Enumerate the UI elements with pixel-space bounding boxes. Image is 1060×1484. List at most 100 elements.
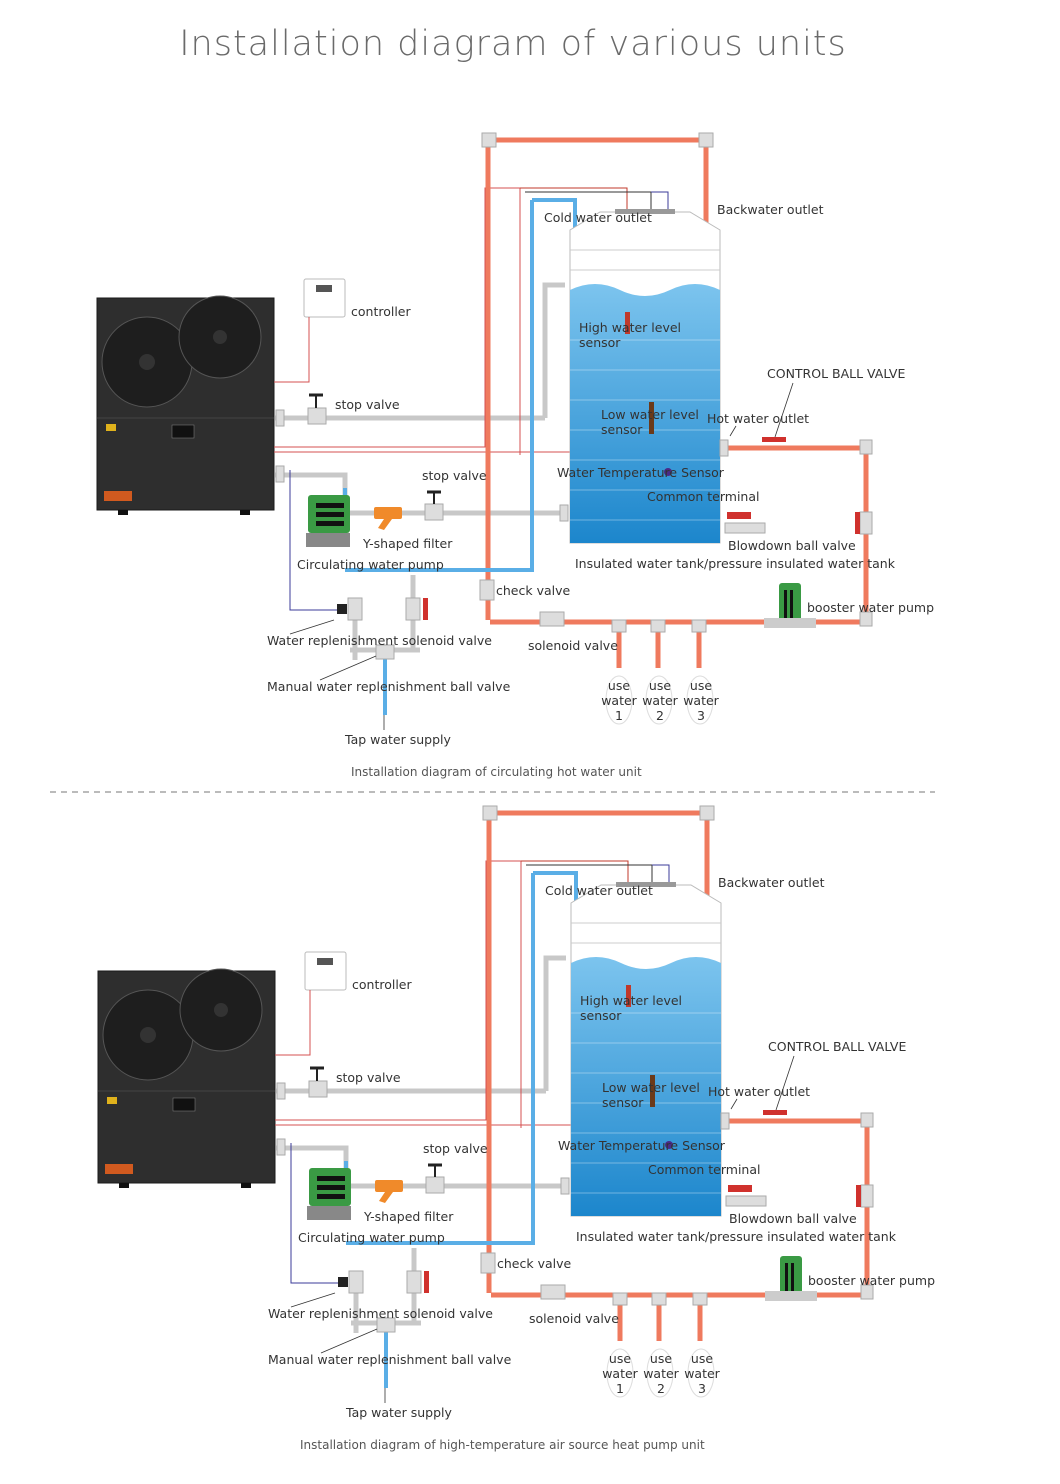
- label-blowdown: Blowdown ball valve: [729, 1211, 857, 1226]
- solenoid-valve-icon: [539, 611, 565, 627]
- label-stop-valve: stop valve: [422, 468, 487, 483]
- label-tap-water: Tap water supply: [345, 1405, 452, 1420]
- label-replenishment-solenoid: Water replenishment solenoid valve: [268, 1306, 493, 1321]
- circulating-pump-icon: [307, 1168, 351, 1220]
- use-water-points: use water 1 use water 2 use water 3: [601, 678, 719, 723]
- label-solenoid-valve: solenoid valve: [529, 1311, 619, 1326]
- use-label: 2: [656, 708, 664, 723]
- label-backwater: Backwater outlet: [718, 875, 825, 890]
- label-booster-pump: booster water pump: [807, 600, 934, 615]
- stop-valve-icon: [424, 503, 444, 521]
- solenoid-valve-icon: [540, 1284, 566, 1300]
- use-label: 1: [615, 708, 623, 723]
- use-label: 3: [698, 1381, 706, 1396]
- replenishment-solenoid-icon: [338, 1277, 348, 1287]
- use-label: 3: [697, 708, 705, 723]
- label-cold-outlet: Cold water outlet: [544, 210, 652, 225]
- water-tank: [570, 882, 722, 1217]
- label-controller: controller: [351, 304, 411, 319]
- booster-pump-icon: [764, 583, 816, 628]
- check-valve-icon: [479, 579, 495, 601]
- booster-pump-icon: [765, 1256, 817, 1301]
- diagram-caption: Installation diagram of high-temperature…: [300, 1438, 705, 1452]
- low-level-sensor-icon: [650, 1075, 655, 1107]
- label-low-sensor: Low water level: [601, 407, 699, 422]
- label-control-ball-valve: CONTROL BALL VALVE: [767, 366, 905, 381]
- label-tank: Insulated water tank/pressure insulated …: [575, 556, 896, 571]
- manual-ball-valve-icon: [424, 1271, 429, 1293]
- use-label: use: [690, 678, 712, 693]
- use-label: water: [601, 693, 637, 708]
- label-high-sensor: sensor: [580, 1008, 622, 1023]
- check-valve-icon: [480, 1252, 496, 1274]
- label-low-sensor: sensor: [602, 1095, 644, 1110]
- label-high-sensor: High water level: [579, 320, 681, 335]
- label-temp-sensor: Water Temperature Sensor: [557, 465, 725, 480]
- label-low-sensor: Low water level: [602, 1080, 700, 1095]
- replenishment-solenoid-icon: [337, 604, 347, 614]
- page-title: Installation diagram of various units: [179, 24, 847, 64]
- control-ball-valve-icon: [763, 1110, 787, 1115]
- stop-valve-icon: [308, 1080, 328, 1098]
- label-stop-valve: stop valve: [335, 397, 400, 412]
- label-replenishment-solenoid: Water replenishment solenoid valve: [267, 633, 492, 648]
- label-blowdown: Blowdown ball valve: [728, 538, 856, 553]
- label-backwater: Backwater outlet: [717, 202, 824, 217]
- diagram-high-temperature-heat-pump: controller stop valve stop valve Y-shape…: [97, 805, 935, 1452]
- stop-valve-icon: [307, 407, 327, 425]
- label-controller: controller: [352, 977, 412, 992]
- label-manual-ball-valve: Manual water replenishment ball valve: [268, 1352, 512, 1367]
- high-level-sensor-icon: [625, 312, 630, 334]
- diagram-circulating-hot-water: controller stop valve stop valve Y-shape…: [96, 132, 934, 779]
- use-label: water: [602, 1366, 638, 1381]
- manual-ball-valve-icon: [423, 598, 428, 620]
- use-label: water: [683, 693, 719, 708]
- label-stop-valve: stop valve: [336, 1070, 401, 1085]
- label-common-terminal: Common terminal: [647, 489, 760, 504]
- label-high-sensor: High water level: [580, 993, 682, 1008]
- use-label: use: [650, 1351, 672, 1366]
- water-tank: [569, 209, 721, 544]
- temperature-sensor-icon: [665, 1141, 673, 1149]
- label-stop-valve: stop valve: [423, 1141, 488, 1156]
- label-high-sensor: sensor: [579, 335, 621, 350]
- label-circulating-pump: Circulating water pump: [298, 1230, 445, 1245]
- label-manual-ball-valve: Manual water replenishment ball valve: [267, 679, 511, 694]
- circulating-pump-icon: [306, 495, 350, 547]
- blowdown-ball-valve-icon: [727, 512, 751, 519]
- use-label: 1: [616, 1381, 624, 1396]
- high-level-sensor-icon: [626, 985, 631, 1007]
- controller-icon: [304, 951, 347, 991]
- use-label: use: [649, 678, 671, 693]
- label-check-valve: check valve: [496, 583, 570, 598]
- use-label: water: [684, 1366, 720, 1381]
- heat-pump-unit: [97, 968, 276, 1188]
- heat-pump-unit: [96, 295, 275, 515]
- use-water-points: use water 1 use water 2 use water 3: [602, 1351, 720, 1396]
- label-low-sensor: sensor: [601, 422, 643, 437]
- blowdown-ball-valve-icon: [728, 1185, 752, 1192]
- control-ball-valve-icon: [762, 437, 786, 442]
- label-hot-outlet: Hot water outlet: [707, 411, 809, 426]
- label-solenoid-valve: solenoid valve: [528, 638, 618, 653]
- label-y-filter: Y-shaped filter: [363, 1209, 454, 1224]
- controller-icon: [303, 278, 346, 318]
- use-label: use: [608, 678, 630, 693]
- diagram-caption: Installation diagram of circulating hot …: [351, 765, 642, 779]
- low-level-sensor-icon: [649, 402, 654, 434]
- label-hot-outlet: Hot water outlet: [708, 1084, 810, 1099]
- label-tap-water: Tap water supply: [344, 732, 451, 747]
- y-filter-icon: [375, 1180, 403, 1203]
- use-label: 2: [657, 1381, 665, 1396]
- stop-valve-icon: [425, 1176, 445, 1194]
- temperature-sensor-icon: [664, 468, 672, 476]
- label-y-filter: Y-shaped filter: [362, 536, 453, 551]
- label-circulating-pump: Circulating water pump: [297, 557, 444, 572]
- label-control-ball-valve: CONTROL BALL VALVE: [768, 1039, 906, 1054]
- label-check-valve: check valve: [497, 1256, 571, 1271]
- use-label: water: [643, 1366, 679, 1381]
- label-booster-pump: booster water pump: [808, 1273, 935, 1288]
- use-label: use: [609, 1351, 631, 1366]
- use-label: use: [691, 1351, 713, 1366]
